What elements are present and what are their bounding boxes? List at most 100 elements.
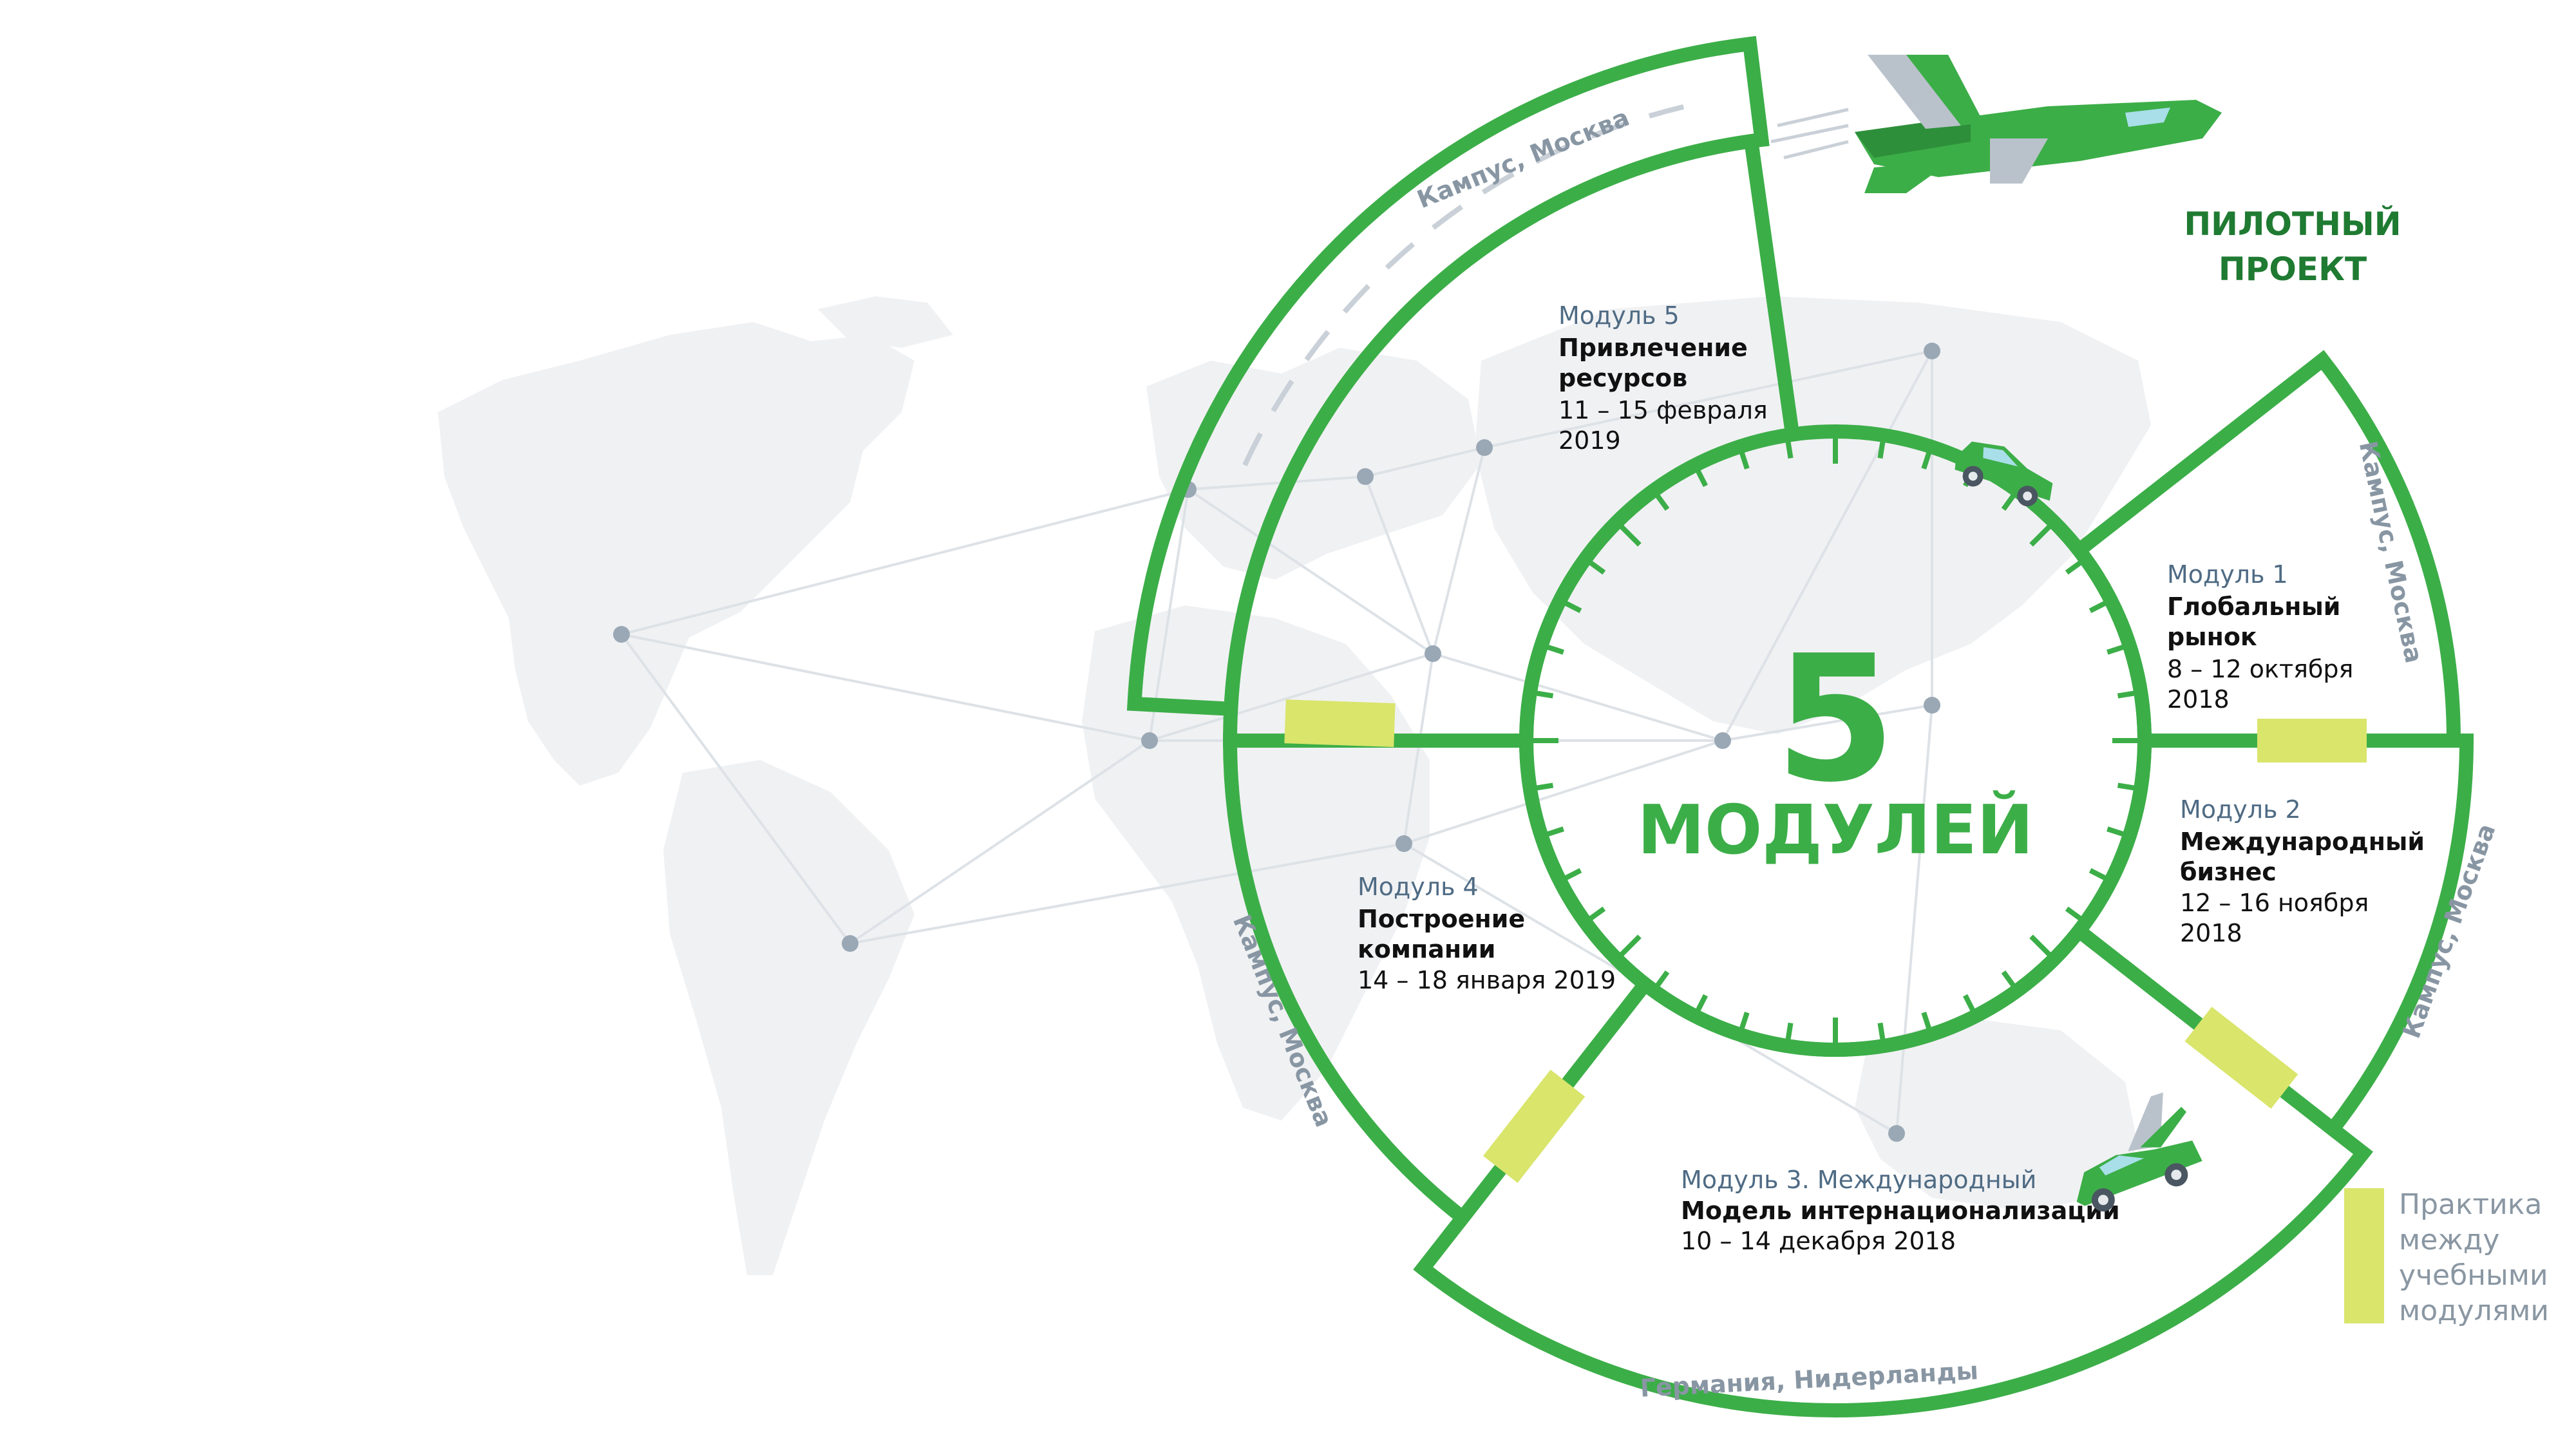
practice-bar-4 xyxy=(1284,699,1396,748)
module-5-text: Модуль 5 Привлечение ресурсов 11 – 15 фе… xyxy=(1558,301,1768,455)
clock-ticks xyxy=(1533,438,2138,1043)
module-2-name-line2: бизнес xyxy=(2180,858,2277,886)
greenland-shape xyxy=(818,296,953,348)
clock-tick xyxy=(1564,601,1582,613)
clock-tick xyxy=(2117,782,2135,791)
module-4-date-line1: 14 – 18 января 2019 xyxy=(1358,966,1616,994)
module-5-name-line1: Привлечение xyxy=(1558,334,1748,362)
practice-bar-2 xyxy=(2184,1007,2298,1109)
module-4-label: Модуль 4 xyxy=(1358,873,1479,901)
center-number: 5 xyxy=(1775,618,1896,820)
legend-line3: учебными xyxy=(2399,1259,2548,1292)
module-5-label: Модуль 5 xyxy=(1558,301,1680,330)
module-2-sector xyxy=(2069,734,2474,1139)
module-5-name-line2: ресурсов xyxy=(1558,364,1687,392)
clock-tick xyxy=(1546,644,1564,655)
network-dot xyxy=(1924,343,1940,359)
legend-line1: Практика xyxy=(2399,1188,2542,1221)
practice-bars xyxy=(1284,699,2367,1183)
network-dot xyxy=(1357,468,1374,485)
network-dot xyxy=(1141,732,1158,749)
module-3-label: Модуль 3. Международный xyxy=(1681,1166,2036,1194)
clock-tick xyxy=(2065,906,2082,921)
clock-tick xyxy=(1564,868,1582,880)
network-dot xyxy=(842,935,858,952)
module-5-date-line2: 2019 xyxy=(1558,426,1621,455)
clock-tick xyxy=(1546,826,1564,837)
module-3-sector xyxy=(1413,921,2373,1417)
module-2-name-line1: Международный xyxy=(2180,828,2425,856)
europe-shape xyxy=(1146,348,1481,580)
network-dot xyxy=(613,626,630,643)
module-4-name-line1: Построение xyxy=(1358,905,1525,933)
network-dot xyxy=(1396,835,1412,852)
module-segments xyxy=(1126,35,2474,1417)
clock-tick xyxy=(2088,868,2107,880)
clock-tick xyxy=(1655,494,1670,511)
place-label-module-3: Германия, Нидерланды xyxy=(1640,1356,1979,1402)
clock-tick xyxy=(1696,994,1708,1012)
clock-tick xyxy=(1739,1012,1750,1030)
legend-line2: между xyxy=(2399,1224,2499,1256)
center-word: МОДУЛЕЙ xyxy=(1637,790,2033,869)
clock-tick xyxy=(2107,644,2125,655)
module-3-text: Модуль 3. Международный Модель интернаци… xyxy=(1681,1166,2120,1255)
legend-line4: модулями xyxy=(2399,1294,2549,1327)
module-4-text: Модуль 4 Построение компании 14 – 18 янв… xyxy=(1358,873,1616,994)
clock-tick xyxy=(1963,994,1975,1012)
south-america-shape xyxy=(663,760,914,1275)
clock-tick xyxy=(1785,1022,1794,1040)
module-4-name-line2: компании xyxy=(1358,935,1495,963)
clock-tick xyxy=(1877,441,1886,459)
legend-swatch xyxy=(2344,1188,2384,1323)
clock-tick xyxy=(1536,690,1554,699)
clock-tick xyxy=(1619,524,1642,547)
clock-tick xyxy=(2001,494,2016,511)
car-icon xyxy=(1955,441,2053,507)
network-dot xyxy=(1476,439,1493,456)
clock-tick xyxy=(2117,690,2135,699)
module-3-name-line1: Модель интернационализации xyxy=(1681,1197,2120,1225)
practice-bar-3 xyxy=(1482,1069,1586,1183)
module-2-label: Модуль 2 xyxy=(2180,795,2301,824)
module-2-date-line2: 2018 xyxy=(2180,919,2242,947)
practice-bar-1 xyxy=(2257,719,2367,762)
clock-tick xyxy=(1619,934,1642,957)
flying-car-icon xyxy=(2076,1092,2202,1212)
clock-tick xyxy=(2029,934,2052,957)
module-1-label: Модуль 1 xyxy=(2167,560,2288,589)
network-dot xyxy=(1425,645,1441,662)
asia-shape xyxy=(1475,296,2151,734)
module-3-date-line1: 10 – 14 декабря 2018 xyxy=(1681,1227,1956,1255)
clock-tick xyxy=(1921,451,1932,469)
outer-band-sector xyxy=(1126,35,1770,717)
north-america-shape xyxy=(438,322,914,786)
module-1-date-line2: 2018 xyxy=(2167,685,2230,714)
clock-tick xyxy=(1739,451,1750,469)
pilot-title-line2: ПРОЕКТ xyxy=(2219,251,2367,288)
clock-tick xyxy=(2088,601,2107,613)
clock-tick xyxy=(1877,1022,1886,1040)
clock-tick xyxy=(1589,560,1606,575)
module-5-date-line1: 11 – 15 февраля xyxy=(1558,396,1768,424)
clock-tick xyxy=(1536,782,1554,791)
clock-tick xyxy=(2065,560,2082,575)
module-1-name-line2: рынок xyxy=(2167,623,2257,651)
module-1-text: Модуль 1 Глобальный рынок 8 – 12 октября… xyxy=(2167,560,2353,714)
clock-tick xyxy=(1696,469,1708,488)
pilot-title-line1: ПИЛОТНЫЙ xyxy=(2184,205,2401,243)
network-dot xyxy=(1924,697,1940,714)
clock-tick xyxy=(1655,970,1670,987)
dashed-route xyxy=(1242,100,1701,467)
clock-tick xyxy=(1921,1012,1932,1030)
clock-tick xyxy=(2001,970,2016,987)
module-1-name-line1: Глобальный xyxy=(2167,592,2340,621)
airplane-icon xyxy=(1770,55,2222,193)
module-1-date-line1: 8 – 12 октября xyxy=(2167,655,2353,683)
network-dot xyxy=(1714,732,1731,749)
clock-tick xyxy=(1785,441,1794,459)
clock-tick xyxy=(1589,906,1606,921)
network-dot xyxy=(1888,1125,1905,1142)
module-4-sector xyxy=(1222,734,1655,1228)
